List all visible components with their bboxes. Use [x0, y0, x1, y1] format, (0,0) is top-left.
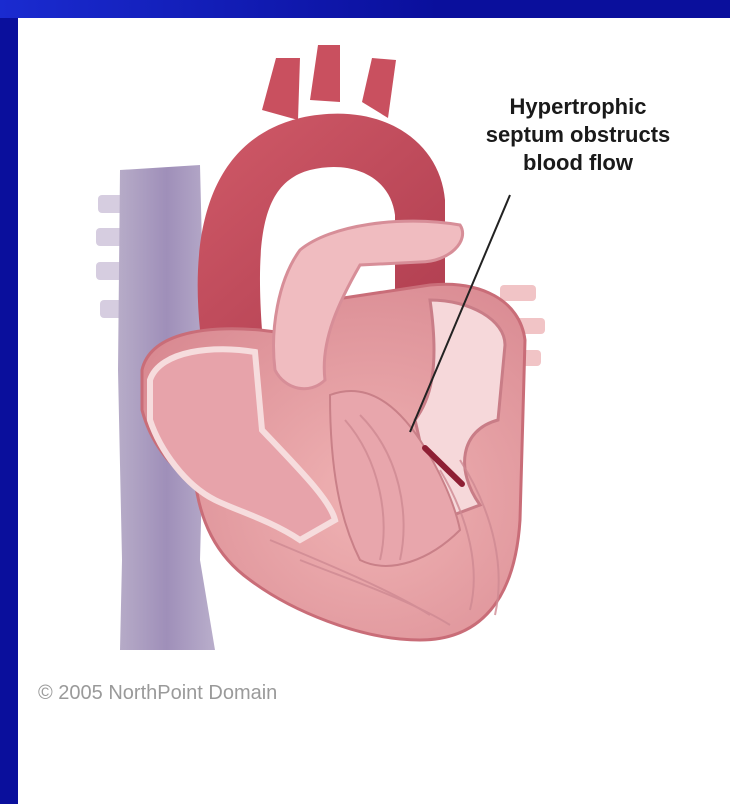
slide-frame-accent [0, 0, 730, 18]
callout-line-3: blood flow [413, 149, 730, 177]
copyright-credit: © 2005 NorthPoint Domain [38, 682, 277, 705]
callout-line-2: septum obstructs [413, 121, 730, 149]
slide-content: Hypertrophic septum obstructs blood flow… [18, 18, 730, 804]
callout-line-1: Hypertrophic [413, 93, 730, 121]
septum-callout: Hypertrophic septum obstructs blood flow [413, 93, 730, 177]
aortic-branches [262, 45, 396, 120]
